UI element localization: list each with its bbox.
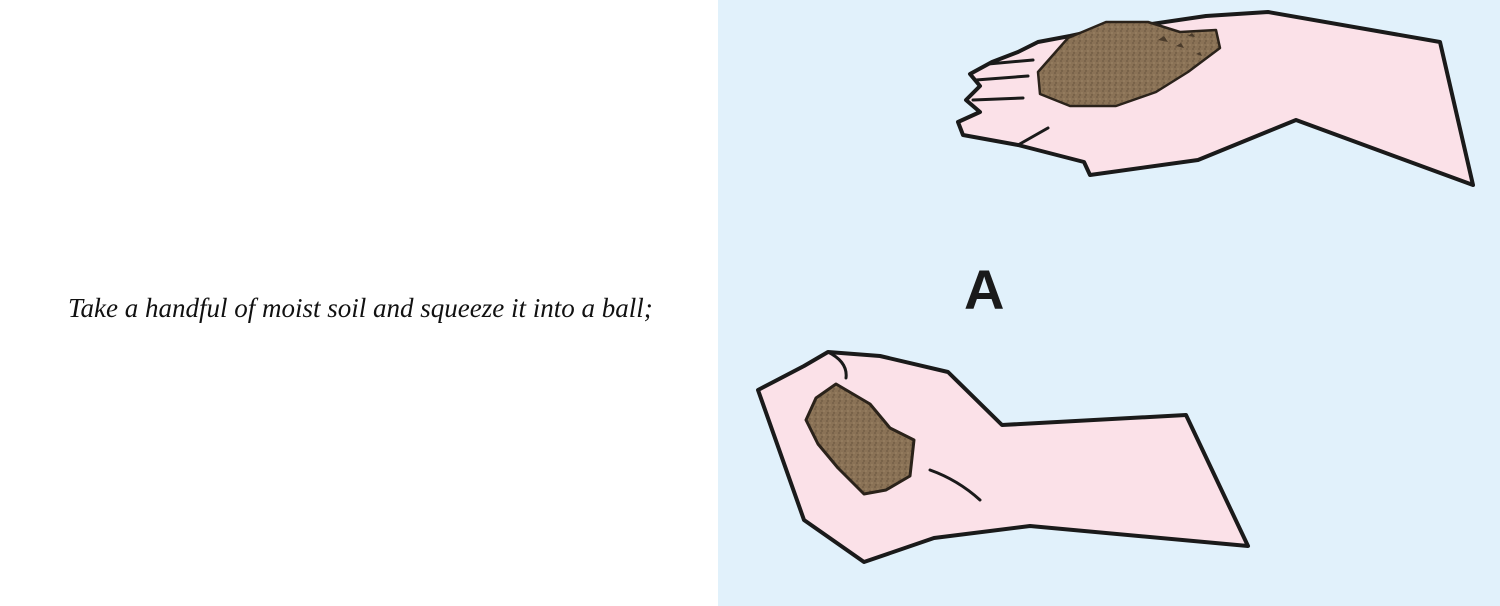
hands-illustration xyxy=(756,10,1475,564)
open-hand-finger-lines xyxy=(971,58,1050,147)
squeezing-hand-finger-lines xyxy=(826,350,982,502)
open-hand-with-soil xyxy=(956,10,1475,187)
squeezing-hand-shape xyxy=(756,350,1250,564)
soil-ball xyxy=(804,382,916,496)
loose-soil-mound xyxy=(1036,20,1222,108)
panel-label: A xyxy=(964,258,1005,321)
illustration-panel: A xyxy=(718,0,1500,606)
squeezing-hand-with-ball xyxy=(756,350,1250,564)
instruction-caption: Take a handful of moist soil and squeeze… xyxy=(68,293,653,323)
soil-crumbs xyxy=(1158,33,1202,56)
